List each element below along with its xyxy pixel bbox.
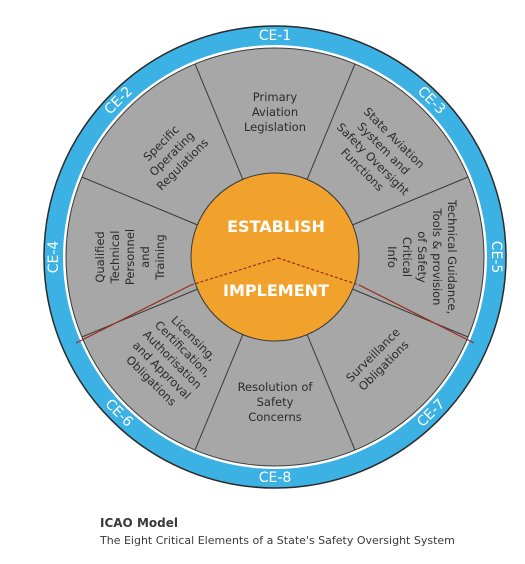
implement-label: IMPLEMENT [223, 281, 329, 300]
segment-label-ce-6: Licensing,Certification,Authorisationand… [119, 306, 226, 413]
segment-line: Personnel [123, 229, 137, 285]
ring-label-ce-4: CE-4 [46, 241, 62, 274]
segment-spoke [194, 63, 244, 180]
segment-line: Critical [400, 237, 414, 277]
segment-line: Technical Guidance, [445, 199, 459, 315]
segment-line: Legislation [244, 120, 306, 134]
caption-title: ICAO Model [100, 516, 178, 530]
ring-label-ce-1: CE-1 [259, 28, 292, 44]
segment-label-ce-5: Technical Guidance,Tools & provisionof S… [385, 199, 459, 315]
segment-line: Technical [108, 231, 122, 285]
segment-label-ce-4: QualifiedTechnicalPersonnelandTraining [93, 229, 167, 285]
segment-line: Qualified [93, 231, 107, 282]
segment-spoke [306, 63, 356, 180]
band-divider-left [75, 284, 192, 344]
segment-line: of Safety [415, 231, 429, 283]
segment-line: Aviation [252, 105, 298, 119]
ring-label-ce-8: CE-8 [259, 470, 292, 486]
segment-line: Concerns [248, 410, 302, 424]
establish-implement-divider-right [277, 257, 360, 286]
ring-label-ce-5: CE-5 [488, 241, 504, 274]
segment-line: Safety [257, 395, 294, 409]
caption-subtitle: The Eight Critical Elements of a State's… [100, 534, 455, 547]
segment-spoke [352, 288, 469, 338]
segment-spoke [352, 176, 469, 226]
segment-spoke [306, 334, 356, 451]
segment-line: Info [385, 246, 399, 268]
segment-line: Primary [253, 90, 298, 104]
establish-implement-divider-left [190, 257, 279, 286]
segment-spoke [194, 334, 244, 451]
segment-line: Resolution of [238, 380, 314, 394]
segment-spoke [81, 176, 198, 226]
segment-line: Tools & provision [430, 208, 444, 306]
band-divider-right [358, 284, 475, 344]
center-circle [190, 172, 360, 342]
establish-label: ESTABLISH [227, 217, 325, 236]
segment-line: Training [153, 234, 167, 280]
segment-spoke [81, 288, 198, 338]
segment-line: and [138, 246, 152, 268]
